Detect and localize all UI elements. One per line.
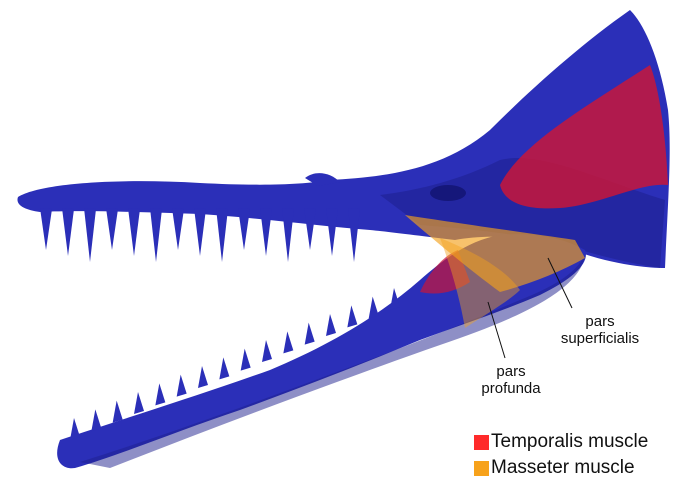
upper-tooth (150, 208, 162, 262)
lower-tooth (134, 392, 144, 414)
legend: Temporalis muscle Masseter muscle (474, 429, 648, 478)
upper-tooth (40, 208, 52, 250)
upper-tooth (128, 208, 140, 256)
red-square-icon (474, 435, 489, 450)
legend-item-temporalis: Temporalis muscle (474, 429, 648, 455)
callout-superficialis-line1: pars (545, 313, 655, 330)
upper-tooth (326, 208, 338, 256)
callout-profunda-line1: pars (465, 363, 557, 380)
lower-tooth (177, 375, 187, 397)
callout-profunda-line2: profunda (465, 380, 557, 397)
lower-tooth (283, 331, 293, 353)
lower-tooth (198, 366, 208, 388)
lower-tooth (305, 323, 315, 345)
upper-tooth (106, 208, 118, 250)
upper-tooth (172, 208, 184, 250)
upper-tooth (348, 208, 360, 262)
upper-tooth (238, 208, 250, 250)
lower-tooth (155, 383, 165, 405)
lower-tooth (369, 297, 379, 319)
lower-tooth (70, 418, 80, 440)
upper-tooth (194, 208, 206, 256)
callout-pars-superficialis: pars superficialis (545, 313, 655, 347)
lower-tooth (241, 349, 251, 371)
upper-tooth (304, 208, 316, 250)
callout-superficialis-line2: superficialis (545, 330, 655, 347)
upper-tooth (84, 208, 96, 262)
callout-pars-profunda: pars profunda (465, 363, 557, 397)
legend-label-temporalis: Temporalis muscle (491, 431, 648, 453)
upper-tooth (282, 208, 294, 262)
upper-teeth (40, 208, 360, 262)
upper-tooth (260, 208, 272, 256)
lower-tooth (113, 401, 123, 423)
legend-item-masseter: Masseter muscle (474, 455, 648, 478)
lower-tooth (347, 305, 357, 327)
lower-tooth (219, 357, 229, 379)
legend-label-masseter: Masseter muscle (491, 457, 635, 478)
lower-tooth (91, 409, 101, 431)
upper-tooth (62, 208, 74, 256)
upper-tooth (216, 208, 228, 262)
orange-square-icon (474, 461, 489, 476)
lower-tooth (326, 314, 336, 336)
lower-tooth (262, 340, 272, 362)
